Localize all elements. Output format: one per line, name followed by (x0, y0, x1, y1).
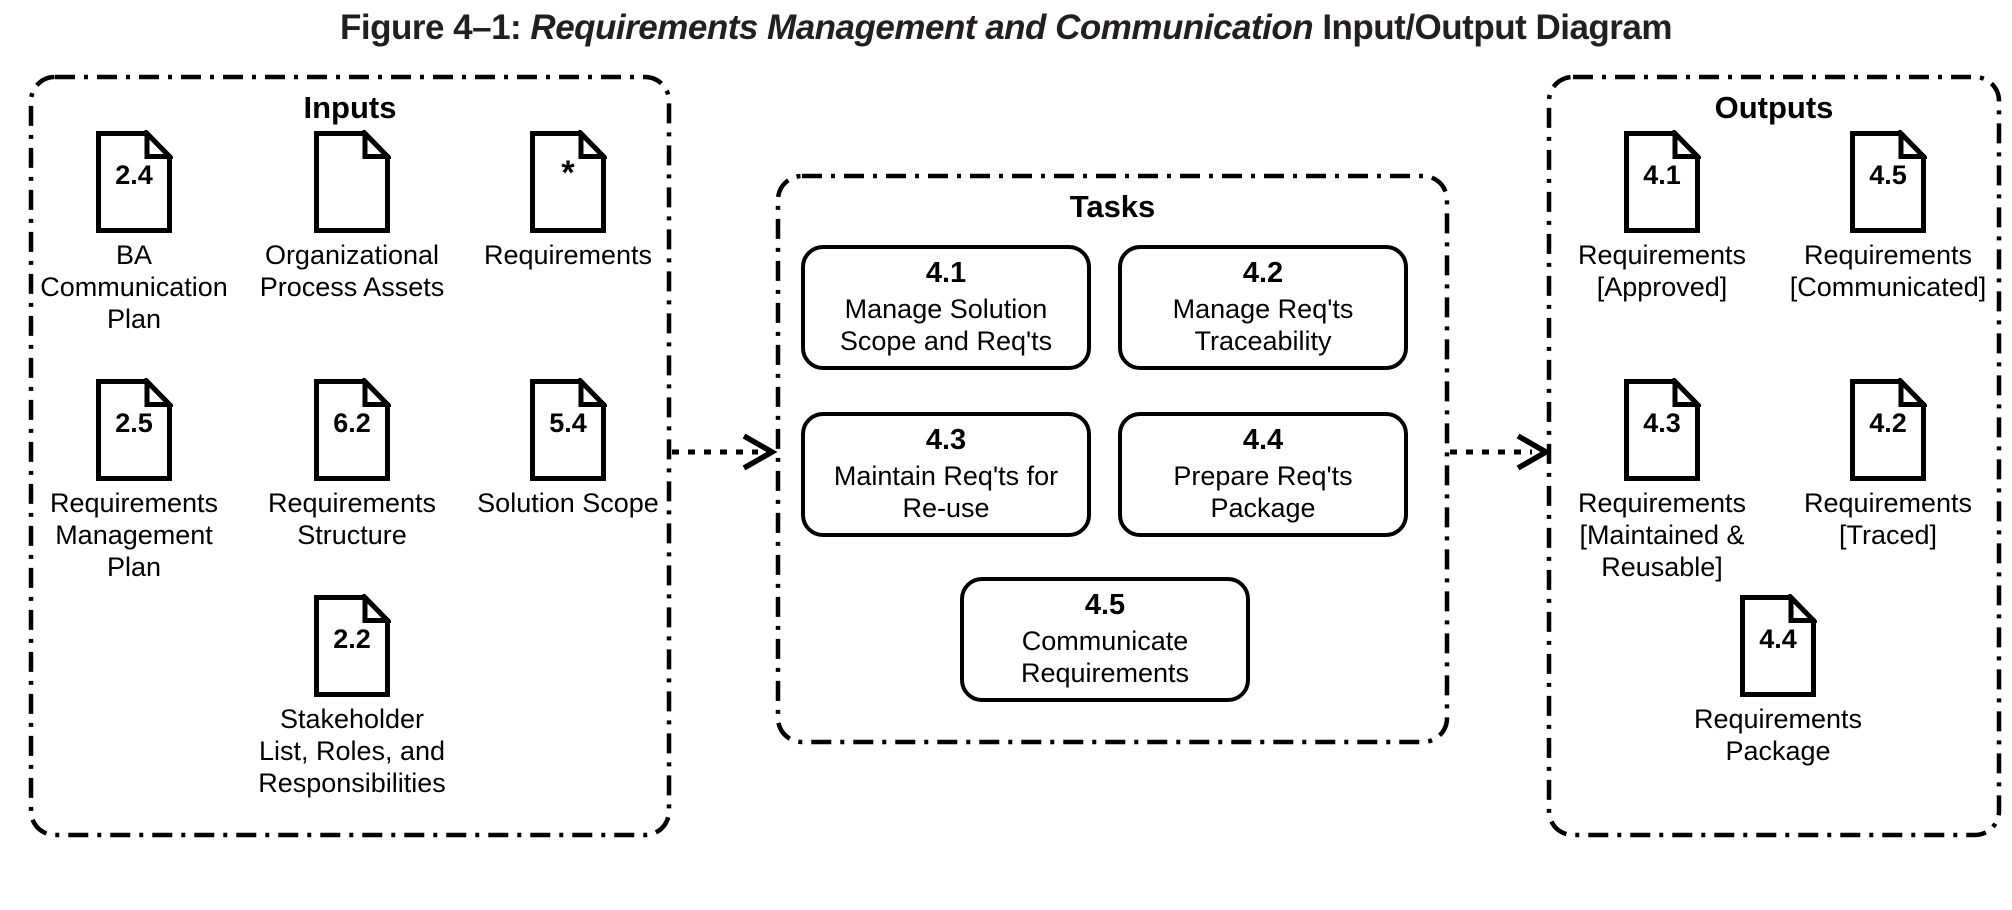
task-box-4-1[interactable]: 4.1 Manage Solution Scope and Req'ts (801, 245, 1091, 370)
output-item-label: Requirements [Traced] (1803, 488, 1973, 550)
input-item-label: Solution Scope (477, 488, 659, 518)
input-item-number: 2.5 (115, 408, 153, 438)
figure-title-suffix: Input/Output Diagram (1313, 8, 1673, 47)
output-item-requirements-approved[interactable]: 4.1 Requirements [Approved] (1556, 130, 1768, 304)
document-icon: 5.4 (529, 378, 607, 482)
document-icon: 2.4 (95, 130, 173, 234)
task-label: Manage Solution Scope and Req'ts (839, 293, 1053, 357)
task-number: 4.5 (1084, 589, 1126, 622)
task-box-4-4[interactable]: 4.4 Prepare Req'ts Package (1118, 412, 1408, 537)
input-item-ba-communication-plan[interactable]: 2.4 BA Communication Plan (36, 130, 232, 336)
input-item-requirements-management-plan[interactable]: 2.5 Requirements Management Plan (36, 378, 232, 584)
task-label: Communicate Requirements (1020, 625, 1190, 689)
task-box-4-3[interactable]: 4.3 Maintain Req'ts for Re-use (801, 412, 1091, 537)
figure-title-prefix: Figure 4–1: (339, 8, 531, 47)
inputs-group: Inputs 2.4 BA Communication Plan Organiz… (28, 74, 672, 838)
task-label: Maintain Req'ts for Re-use (833, 460, 1059, 524)
document-icon: * (529, 130, 607, 234)
input-item-number: 5.4 (549, 408, 587, 438)
input-item-stakeholder-list-roles-responsibilities[interactable]: 2.2 Stakeholder List, Roles, and Respons… (241, 594, 463, 800)
output-item-number: 4.2 (1869, 408, 1907, 438)
inputs-group-title: Inputs (303, 90, 397, 125)
task-number: 4.2 (1242, 257, 1284, 290)
output-item-requirements-traced[interactable]: 4.2 Requirements [Traced] (1776, 378, 2000, 552)
task-box-4-5[interactable]: 4.5 Communicate Requirements (960, 577, 1250, 702)
task-label: Manage Req'ts Traceability (1172, 293, 1354, 357)
input-item-number: 2.2 (333, 624, 371, 654)
tasks-group-border (775, 173, 1450, 745)
task-box-4-2[interactable]: 4.2 Manage Req'ts Traceability (1118, 245, 1408, 370)
document-icon: 4.2 (1849, 378, 1927, 482)
output-item-requirements-package[interactable]: 4.4 Requirements Package (1666, 594, 1890, 768)
input-item-label: Requirements (483, 240, 653, 270)
output-item-label: Requirements [Communicated] (1789, 240, 1987, 302)
document-icon: 4.1 (1623, 130, 1701, 234)
document-icon: 6.2 (313, 378, 391, 482)
tasks-group-title: Tasks (1069, 189, 1156, 224)
task-number: 4.3 (925, 424, 967, 457)
output-item-label: Requirements [Maintained & Reusable] (1577, 488, 1747, 582)
output-item-number: 4.4 (1759, 624, 1797, 654)
input-item-requirements-structure[interactable]: 6.2 Requirements Structure (241, 378, 463, 552)
output-item-number: 4.5 (1869, 160, 1907, 190)
input-item-number: 6.2 (333, 408, 371, 438)
output-item-number: 4.3 (1643, 408, 1681, 438)
document-icon: 2.2 (313, 594, 391, 698)
task-number: 4.4 (1242, 424, 1284, 457)
input-item-label: Organizational Process Assets (259, 240, 445, 302)
input-item-label: Requirements Management Plan (49, 488, 219, 582)
output-item-requirements-maintained-reusable[interactable]: 4.3 Requirements [Maintained & Reusable] (1556, 378, 1768, 584)
outputs-group: Outputs 4.1 Requirements [Approved] 4.5 … (1546, 74, 2002, 838)
task-number: 4.1 (925, 257, 967, 290)
output-item-label: Requirements [Approved] (1577, 240, 1747, 302)
inputs-to-tasks-arrow (672, 433, 778, 471)
outputs-group-title: Outputs (1714, 90, 1834, 125)
tasks-group: Tasks 4.1 Manage Solution Scope and Req'… (775, 173, 1450, 745)
document-icon: 4.5 (1849, 130, 1927, 234)
input-item-number: 2.4 (115, 160, 153, 190)
document-icon: 4.3 (1623, 378, 1701, 482)
input-item-number: * (561, 154, 575, 192)
input-item-label: BA Communication Plan (40, 240, 228, 334)
figure-title: Figure 4–1: Requirements Management and … (0, 8, 2012, 48)
output-item-requirements-communicated[interactable]: 4.5 Requirements [Communicated] (1776, 130, 2000, 304)
figure-title-topic: Requirements Management and Communicatio… (530, 8, 1314, 47)
task-label: Prepare Req'ts Package (1173, 460, 1353, 524)
document-icon: 4.4 (1739, 594, 1817, 698)
outputs-group-border (1546, 74, 2002, 838)
input-item-requirements[interactable]: * Requirements (472, 130, 664, 272)
input-item-label: Requirements Structure (267, 488, 437, 550)
input-item-organizational-process-assets[interactable]: Organizational Process Assets (241, 130, 463, 304)
document-icon: 2.5 (95, 378, 173, 482)
tasks-to-outputs-arrow (1450, 433, 1552, 471)
input-item-label: Stakeholder List, Roles, and Responsibil… (258, 704, 446, 798)
output-item-label: Requirements Package (1693, 704, 1863, 766)
input-item-solution-scope[interactable]: 5.4 Solution Scope (468, 378, 668, 520)
document-icon (313, 130, 391, 234)
inputs-group-border (28, 74, 672, 838)
output-item-number: 4.1 (1643, 160, 1681, 190)
